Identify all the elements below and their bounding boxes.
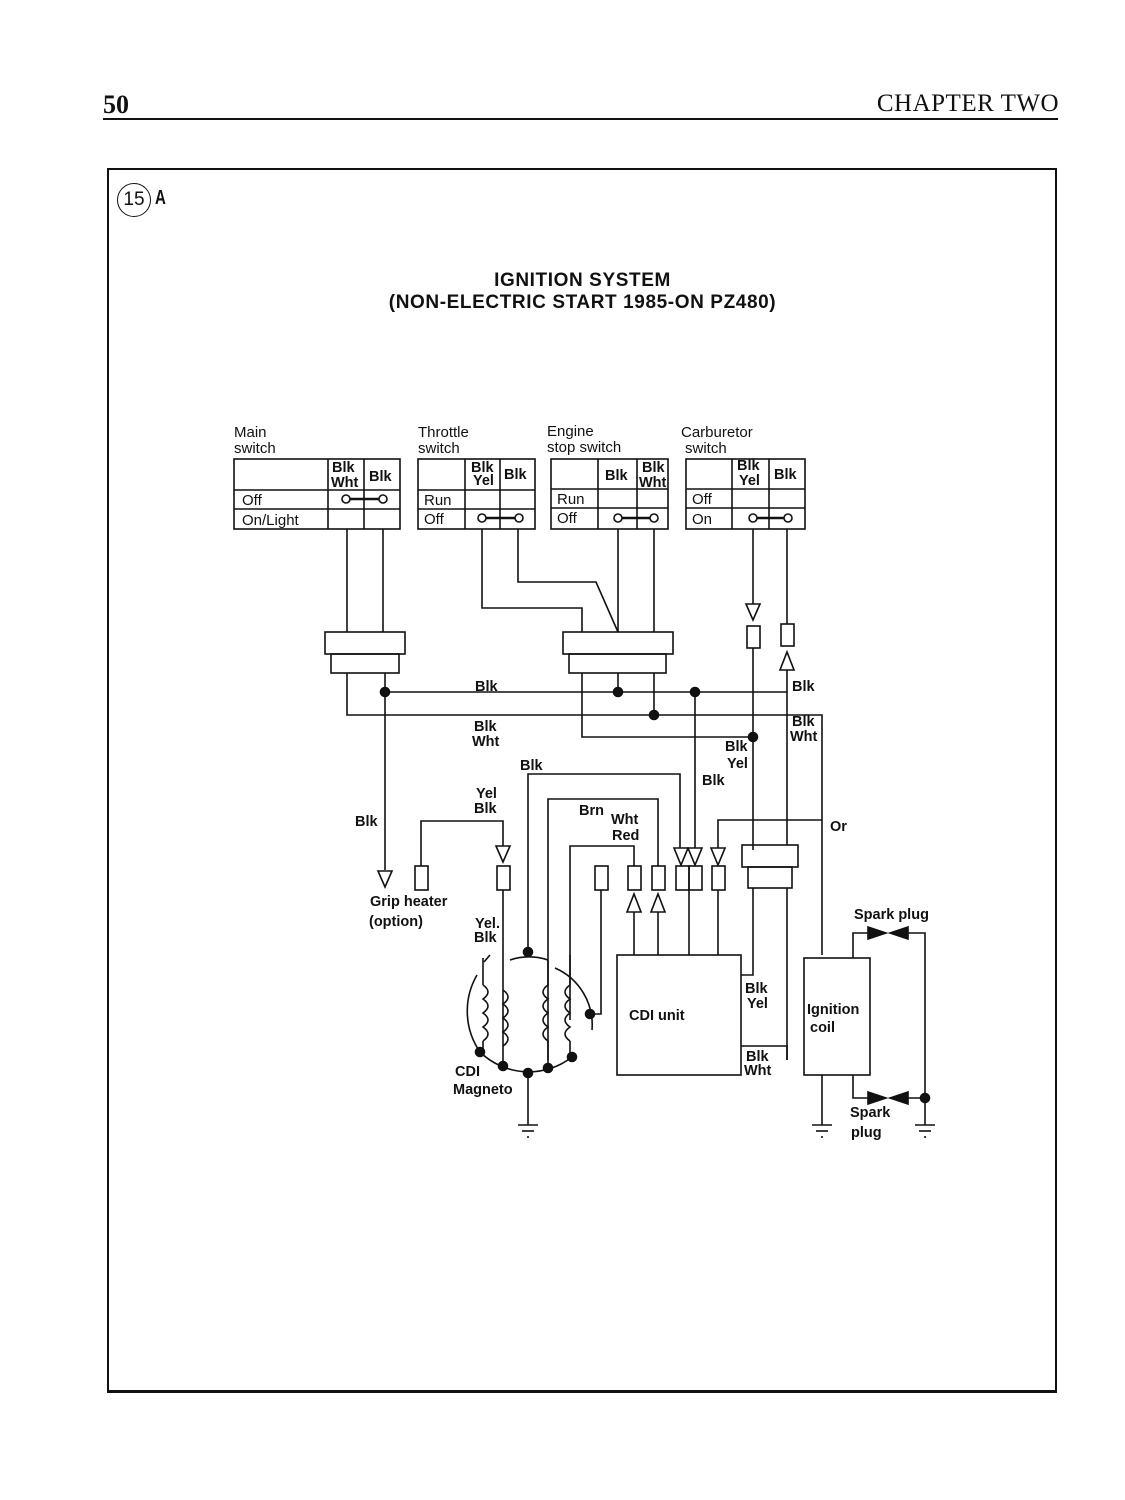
figure-letter: A xyxy=(155,187,166,209)
label-whtred-1: Wht xyxy=(611,812,639,828)
throttle-switch: Throttle switch Blk Yel Blk Run Off xyxy=(417,424,536,530)
page-number: 50 xyxy=(103,90,129,119)
magneto-label-2: Magneto xyxy=(453,1082,513,1098)
main-switch-label-1: Main xyxy=(234,424,267,441)
main-col1-l1: Blk xyxy=(332,460,356,476)
label-blkwht-right-2: Wht xyxy=(790,729,818,745)
spark-plug-bottom-arrow xyxy=(867,1090,889,1106)
spark-plug-bottom-label-2: plug xyxy=(851,1125,882,1141)
carb-row-on: On xyxy=(692,511,712,528)
engine-stop-switch: Engine stop switch Blk Blk Wht Run Off xyxy=(547,423,669,530)
label-blkwht-bus-1: Blk xyxy=(474,719,498,735)
label-yelblk-mag-2: Blk xyxy=(474,930,498,946)
cdi-magneto xyxy=(466,946,596,1138)
main-switch-contact-2 xyxy=(378,494,388,504)
grip-heater-label-2: (option) xyxy=(369,914,423,930)
figure-frame xyxy=(107,168,1057,1393)
throttle-col1-l1: Blk xyxy=(471,460,495,476)
throttle-row-run: Run xyxy=(424,492,452,509)
engine-row-run: Run xyxy=(557,491,585,508)
spark-plug-top-arrow xyxy=(867,925,889,941)
label-whtred-2: Red xyxy=(612,828,639,844)
spark-plug-bottom-label-1: Spark xyxy=(850,1105,891,1121)
carb-switch-label-1: Carburetor xyxy=(681,424,753,441)
engine-col1: Blk xyxy=(605,468,629,484)
label-blk-mid: Blk xyxy=(702,773,726,789)
carb-switch-label-2: switch xyxy=(685,440,727,457)
label-blkwht-bus-2: Wht xyxy=(472,734,500,750)
ignition-coil xyxy=(803,925,935,1138)
magneto-coil-1 xyxy=(481,958,489,1052)
grip-heater-label-1: Grip heater xyxy=(370,894,448,910)
cdi-unit-label: CDI unit xyxy=(629,1008,685,1024)
main-col2: Blk xyxy=(369,469,393,485)
header-rule xyxy=(103,118,1058,120)
main-switch-label-2: switch xyxy=(234,440,276,457)
label-blkwht-right-1: Blk xyxy=(792,714,816,730)
center-connector xyxy=(562,631,674,674)
label-blkyel-mid-1: Blk xyxy=(725,739,749,755)
spark-plug-top-label: Spark plug xyxy=(854,907,929,923)
main-switch-connector xyxy=(324,631,406,674)
carb-col1-l2: Yel xyxy=(739,473,760,489)
label-yelblk-1: Yel xyxy=(476,786,497,802)
diagram-subtitle: (NON-ELECTRIC START 1985-ON PZ480) xyxy=(388,292,777,313)
main-row-onlight: On/Light xyxy=(242,512,300,529)
figure-number-badge: 15 xyxy=(117,183,151,217)
engine-col2-l1: Blk xyxy=(642,460,666,476)
throttle-row-off: Off xyxy=(424,511,445,528)
engine-switch-label-1: Engine xyxy=(547,423,594,440)
chapter-heading: CHAPTER TWO xyxy=(876,90,1059,117)
engine-col2-l2: Wht xyxy=(639,475,667,491)
carburetor-switch: Carburetor switch Blk Yel Blk Off On xyxy=(681,424,806,530)
label-blk-left: Blk xyxy=(355,814,379,830)
label-or: Or xyxy=(830,819,847,835)
label-cdi-blkyel-1: Blk xyxy=(745,981,769,997)
ignition-coil-label-1: Ignition xyxy=(807,1002,859,1018)
main-switch-contact-1 xyxy=(341,494,351,504)
switch-wires xyxy=(346,529,788,633)
magneto-coil-3 xyxy=(542,960,550,1063)
label-blkyel-mid-2: Yel xyxy=(727,756,748,772)
cdi-unit xyxy=(616,954,742,1076)
carb-row-off: Off xyxy=(692,491,713,508)
throttle-switch-label-1: Throttle xyxy=(418,424,469,441)
label-cdi-blkwht-1: Blk xyxy=(746,1049,770,1065)
ignition-coil-label-2: coil xyxy=(810,1020,835,1036)
label-blk-bus: Blk xyxy=(475,679,499,695)
magneto-coil-2 xyxy=(501,989,509,1047)
label-cdi-blkwht-2: Wht xyxy=(744,1063,772,1079)
throttle-col2: Blk xyxy=(504,467,528,483)
magneto-label-1: CDI xyxy=(455,1064,480,1080)
carb-col2: Blk xyxy=(774,467,798,483)
label-brn: Brn xyxy=(579,803,604,819)
label-cdi-blkyel-2: Yel xyxy=(747,996,768,1012)
throttle-switch-label-2: switch xyxy=(418,440,460,457)
engine-row-off: Off xyxy=(557,510,578,527)
diagram-title: IGNITION SYSTEM xyxy=(494,270,671,291)
main-row-off: Off xyxy=(242,492,263,509)
throttle-col1-l2: Yel xyxy=(473,473,494,489)
label-blk-right: Blk xyxy=(792,679,816,695)
label-yelblk-mag-1: Yel. xyxy=(475,916,500,932)
carb-col1-l1: Blk xyxy=(737,458,761,474)
main-switch: Main switch Blk Wht Blk Off On/Light xyxy=(233,424,401,530)
main-col1-l2: Wht xyxy=(331,475,359,491)
label-yelblk-2: Blk xyxy=(474,801,498,817)
carb-connectors xyxy=(744,603,796,850)
label-blk-loop: Blk xyxy=(520,758,544,774)
engine-switch-label-2: stop switch xyxy=(547,439,621,456)
lower-wires xyxy=(376,692,822,1062)
